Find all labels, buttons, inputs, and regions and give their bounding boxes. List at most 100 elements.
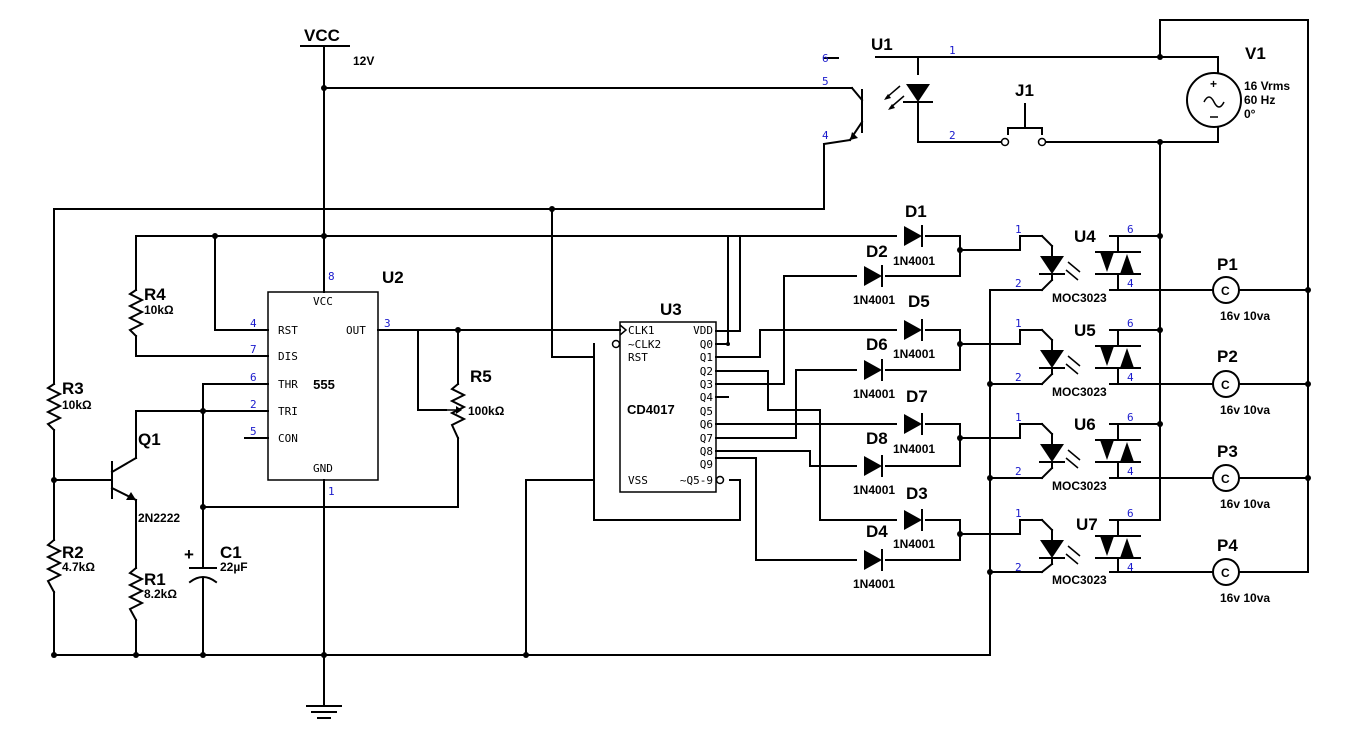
p2-value: 16v 10va <box>1220 403 1270 417</box>
u6-pin: 1 <box>1015 411 1022 424</box>
u5-pin: 6 <box>1127 317 1134 330</box>
u1-pin: 5 <box>822 75 829 88</box>
v1-plus-sign: + <box>1210 77 1217 91</box>
u2-pin-thr: THR <box>278 378 298 391</box>
u7-pin: 2 <box>1015 561 1022 574</box>
q1-value: 2N2222 <box>138 511 180 525</box>
transistor-q1: Q1 2N2222 <box>110 430 180 525</box>
u3-pin-q8: Q8 <box>700 445 713 458</box>
p3-value: 16v 10va <box>1220 497 1270 511</box>
d4-ref: D4 <box>866 522 888 541</box>
switch-j1: J1 <box>1000 81 1047 147</box>
u6-value: MOC3023 <box>1052 479 1107 493</box>
load-c-symbol: C <box>1221 472 1230 486</box>
r3-ref: R3 <box>62 379 84 398</box>
d1-ref: D1 <box>905 202 927 221</box>
u5-ref: U5 <box>1074 321 1096 340</box>
r3-value: 10kΩ <box>62 398 92 412</box>
u3-pin-vss: VSS <box>628 474 648 487</box>
p3-ref: P3 <box>1217 442 1238 461</box>
d3-value: 1N4001 <box>893 537 935 551</box>
vcc-value: 12V <box>353 54 374 68</box>
d6-value: 1N4001 <box>853 387 895 401</box>
u1-ref: U1 <box>871 35 893 54</box>
potentiometer-r5: R5 100kΩ <box>446 367 505 440</box>
u4-pin: 4 <box>1127 277 1134 290</box>
u5-value: MOC3023 <box>1052 385 1107 399</box>
resistor-r1: R1 8.2kΩ <box>127 566 177 622</box>
resistor-r4: R4 10kΩ <box>127 285 174 338</box>
u7-value: MOC3023 <box>1052 573 1107 587</box>
d2-value: 1N4001 <box>853 293 895 307</box>
load-p2: C P2 16v 10va <box>1212 347 1270 417</box>
u3-pin-q5-9: ~Q5-9 <box>680 474 713 487</box>
d2-ref: D2 <box>866 242 888 261</box>
d1-value: 1N4001 <box>893 254 935 268</box>
diode-d7: D7 1N4001 <box>893 387 935 456</box>
p4-value: 16v 10va <box>1220 591 1270 605</box>
u6-ref: U6 <box>1074 415 1096 434</box>
u2-pin-vcc: VCC <box>313 295 333 308</box>
load-c-symbol: C <box>1221 378 1230 392</box>
p1-value: 16v 10va <box>1220 309 1270 323</box>
u3-pin-q4: Q4 <box>700 391 714 404</box>
d5-ref: D5 <box>908 292 930 311</box>
j1-ref: J1 <box>1015 81 1034 100</box>
u3-pin-q5: Q5 <box>700 405 713 418</box>
load-p4: C P4 16v 10va <box>1212 536 1270 605</box>
load-c-symbol: C <box>1221 284 1230 298</box>
u3-pin-q1: Q1 <box>700 351 713 364</box>
u1-pin: 4 <box>822 129 829 142</box>
d4-value: 1N4001 <box>853 577 895 591</box>
u5-pin: 2 <box>1015 371 1022 384</box>
r4-value: 10kΩ <box>144 303 174 317</box>
r5-ref: R5 <box>470 367 492 386</box>
u3-pin-q3: Q3 <box>700 378 713 391</box>
u3-pin-q6: Q6 <box>700 418 713 431</box>
vcc-label: VCC <box>304 26 340 45</box>
u2-type: 555 <box>313 377 335 392</box>
r2-value: 4.7kΩ <box>62 560 95 574</box>
diode-d3: D3 1N4001 <box>893 484 935 551</box>
u3-pin-clk1: CLK1 <box>628 324 655 337</box>
d8-ref: D8 <box>866 429 888 448</box>
d3-ref: D3 <box>906 484 928 503</box>
u4-pin: 1 <box>1015 223 1022 236</box>
u2-pinnum: 4 <box>250 317 257 330</box>
load-c-symbol: C <box>1221 566 1230 580</box>
d7-value: 1N4001 <box>893 442 935 456</box>
u2-pinnum: 8 <box>328 270 335 283</box>
u2-pin-con: CON <box>278 432 298 445</box>
q1-ref: Q1 <box>138 430 161 449</box>
c1-polarity: + <box>184 545 194 564</box>
u2-pinnum: 1 <box>328 485 335 498</box>
u1-pin: 1 <box>949 44 956 57</box>
u2-pinnum: 5 <box>250 425 257 438</box>
c1-ref: C1 <box>220 543 242 562</box>
u2-pinnum: 3 <box>384 317 391 330</box>
u2-ref: U2 <box>382 268 404 287</box>
r5-value: 100kΩ <box>468 404 505 418</box>
resistor-r2: R2 4.7kΩ <box>45 538 95 594</box>
opto-triac-u7: U7 MOC3023 1 2 6 4 <box>1015 507 1141 587</box>
u4-pin: 2 <box>1015 277 1022 290</box>
c1-value: 22µF <box>220 560 248 574</box>
ground-symbol <box>306 654 342 719</box>
p2-ref: P2 <box>1217 347 1238 366</box>
u3-pin-vdd: VDD <box>693 324 713 337</box>
diode-d2: D2 1N4001 <box>853 242 895 307</box>
u4-pin: 6 <box>1127 223 1134 236</box>
diode-d8: D8 1N4001 <box>853 429 895 497</box>
r1-value: 8.2kΩ <box>144 587 177 601</box>
u1-pin: 2 <box>949 129 956 142</box>
u1-pin: 6 <box>822 52 829 65</box>
diode-d1: D1 1N4001 <box>893 202 935 268</box>
u3-pin-q2: Q2 <box>700 365 713 378</box>
diode-d6: D6 1N4001 <box>853 335 895 401</box>
opto-triac-u4: U4 MOC3023 1 2 6 4 <box>1015 223 1141 305</box>
u6-pin: 6 <box>1127 411 1134 424</box>
p1-ref: P1 <box>1217 255 1238 274</box>
wires <box>53 19 1309 656</box>
vcc-power-symbol: VCC 12V <box>300 26 374 89</box>
